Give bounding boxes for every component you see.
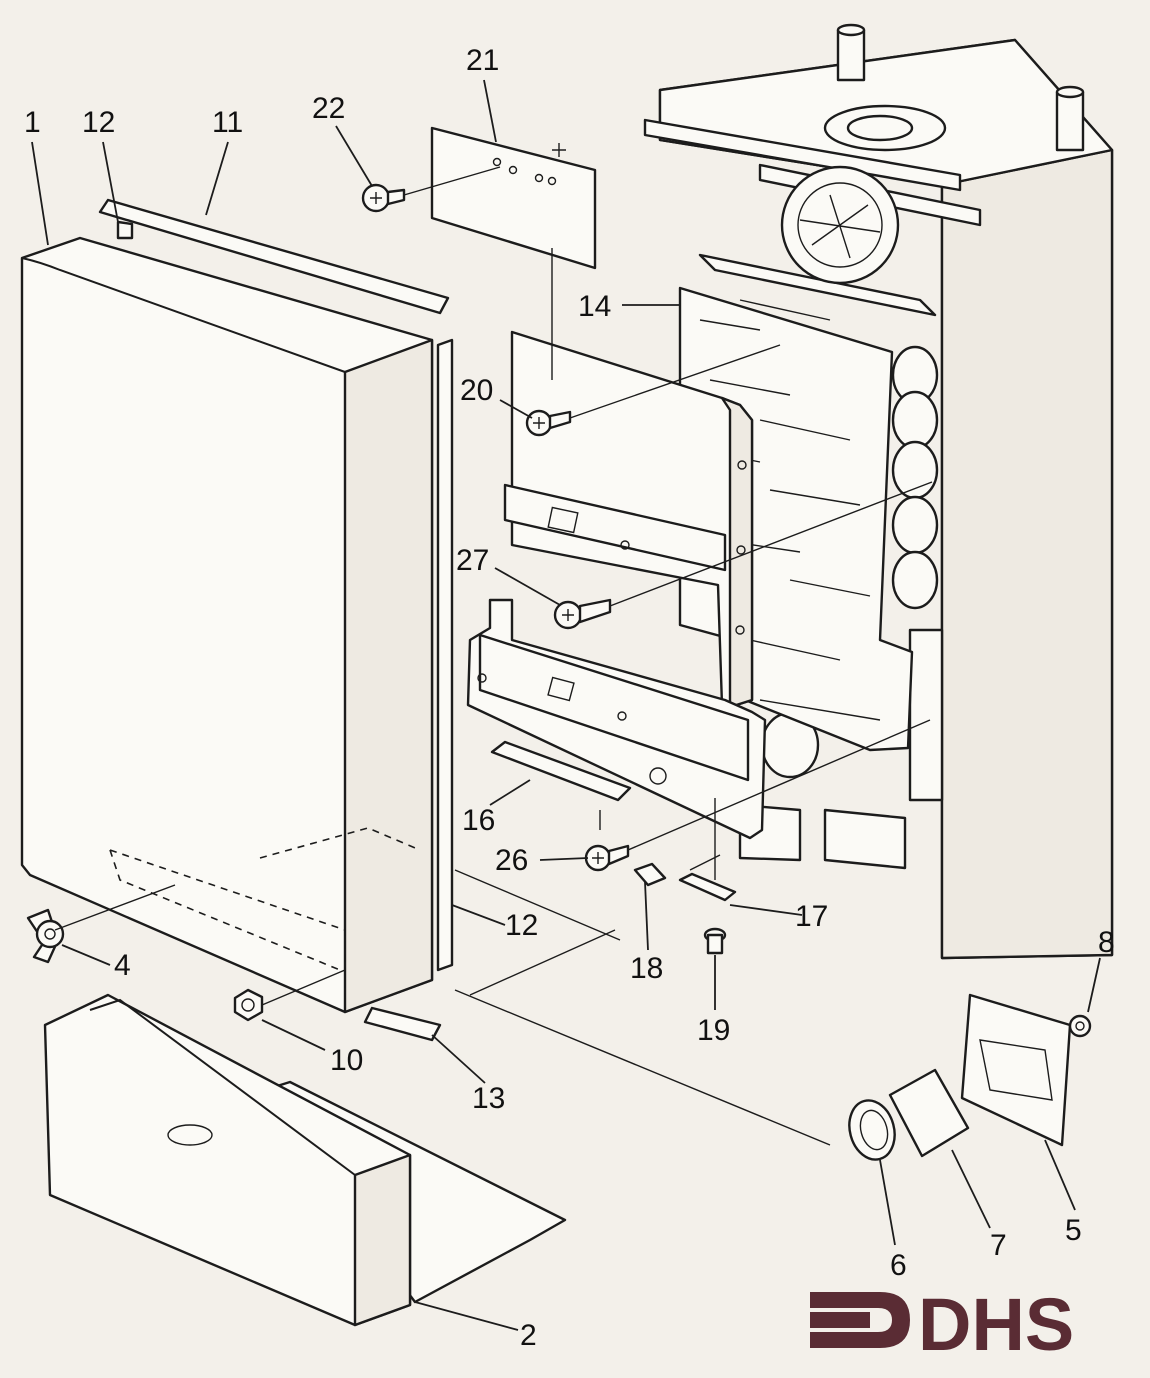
gasket-ring (848, 1099, 896, 1161)
clip-8 (1068, 1014, 1092, 1038)
label-part-12-top: 12 (82, 106, 115, 139)
bracket-17 (678, 872, 737, 902)
clip-18 (633, 862, 667, 887)
part-number-labels: 1 12 11 22 21 14 20 27 16 26 12 18 17 19… (24, 44, 1115, 1352)
screw-20 (525, 409, 572, 437)
baffle-plate (503, 330, 754, 709)
hex-nut (233, 988, 264, 1022)
label-part-26: 26 (495, 844, 528, 877)
logo-arrow-mark (810, 1292, 910, 1348)
label-part-6: 6 (890, 1249, 907, 1282)
label-part-4: 4 (114, 949, 131, 982)
dhs-logo: DHS (810, 1283, 1074, 1366)
label-part-18: 18 (630, 952, 663, 985)
screw-19 (703, 927, 727, 955)
label-part-20: 20 (460, 374, 493, 407)
heat-exchanger-coils (891, 345, 939, 610)
screw-22 (361, 183, 406, 213)
label-part-27: 27 (456, 544, 489, 577)
bottom-strip (363, 1006, 442, 1042)
top-clip (116, 220, 134, 240)
label-part-5: 5 (1065, 1214, 1082, 1247)
assembly-line-dashed (259, 827, 421, 859)
label-part-8: 8 (1098, 926, 1115, 959)
assembly-line (54, 166, 933, 1146)
control-plate (430, 126, 597, 270)
heater-body (643, 23, 1114, 960)
label-part-7: 7 (990, 1229, 1007, 1262)
label-part-2: 2 (520, 1319, 537, 1352)
label-part-12-side: 12 (505, 909, 538, 942)
logo-text: DHS (918, 1283, 1074, 1366)
label-part-16: 16 (462, 804, 495, 837)
top-seal-strip (98, 198, 450, 315)
label-part-14: 14 (578, 290, 611, 323)
leader-lines (31, 79, 1101, 1331)
wing-nut (26, 908, 65, 964)
label-part-17: 17 (795, 900, 828, 933)
label-part-10: 10 (330, 1044, 363, 1077)
screw-26 (584, 844, 630, 872)
label-part-21: 21 (466, 44, 499, 77)
lower-panel (466, 598, 767, 840)
window-frame (960, 993, 1072, 1147)
label-part-1: 1 (24, 106, 41, 139)
label-part-13: 13 (472, 1082, 505, 1115)
bottom-tray (43, 993, 567, 1327)
label-part-19: 19 (697, 1014, 730, 1047)
screw-27 (553, 598, 612, 630)
label-part-22: 22 (312, 92, 345, 125)
sight-glass (888, 1068, 970, 1158)
front-casing (20, 236, 434, 1014)
label-part-11: 11 (212, 106, 243, 139)
side-seal-strip (436, 338, 454, 972)
bracket-16 (490, 740, 632, 802)
